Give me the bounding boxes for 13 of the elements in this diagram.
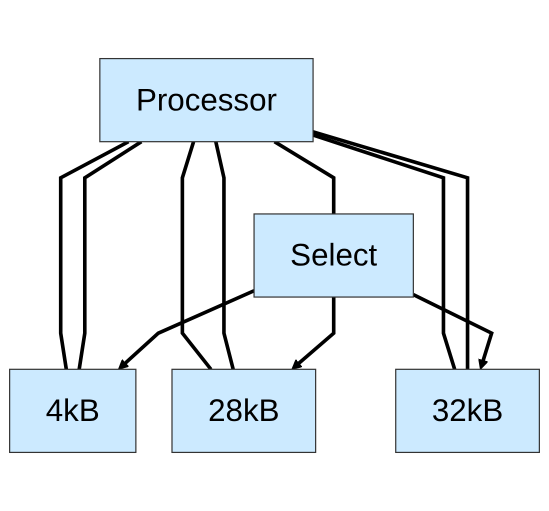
connector <box>77 140 142 370</box>
node-box: Select <box>253 213 414 298</box>
connector <box>180 141 212 370</box>
arrow <box>118 289 255 370</box>
node-box: 4kB <box>9 368 136 454</box>
connector <box>58 140 130 370</box>
node-box: 32kB <box>395 368 540 454</box>
arrow <box>412 293 494 370</box>
node-box: 28kB <box>171 368 316 454</box>
arrow <box>291 297 336 370</box>
connector <box>274 140 336 214</box>
connector <box>214 141 235 370</box>
node-box: Processor <box>99 58 314 142</box>
